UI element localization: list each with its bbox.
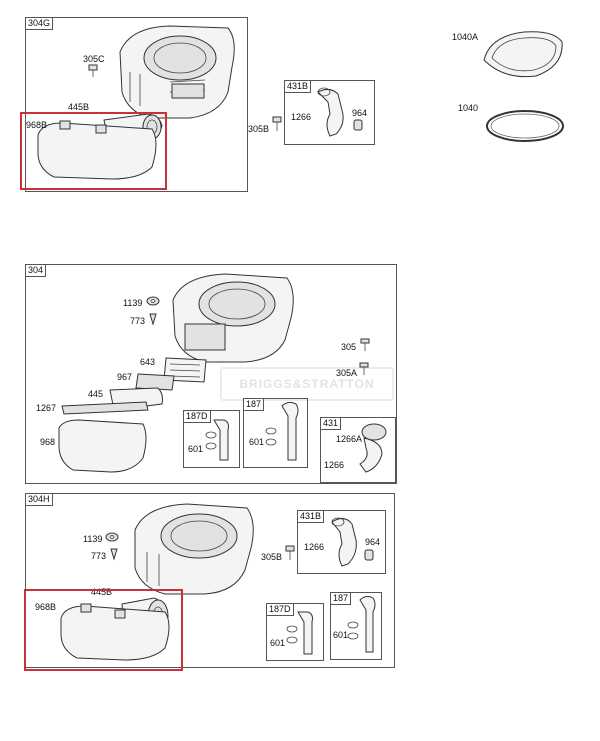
breather-431: [359, 423, 387, 473]
inset-187-304h-tag: 187: [330, 592, 352, 605]
label-1267: 1267: [36, 403, 57, 413]
section-304-frame: [25, 264, 397, 484]
label-305b-304h: 305B: [261, 552, 283, 562]
cover-968b: [37, 120, 157, 180]
inset-431b-top-frame: [284, 80, 375, 145]
label-773-304h: 773: [91, 551, 107, 561]
inset-431b-top-tag: 431B: [284, 80, 312, 93]
blower-housing-304: [172, 273, 294, 363]
inset-187d-304-tag: 187D: [183, 410, 211, 423]
section-304-tag: 304: [25, 264, 47, 277]
clamp-601-icon: [205, 431, 217, 450]
inset-187d-304h-frame: [266, 603, 324, 661]
clamp-601-304h-icon: [286, 625, 298, 644]
section-304h-frame: [25, 493, 395, 668]
label-968: 968: [40, 437, 56, 447]
label-445: 445: [88, 389, 104, 399]
tube-187d-304: [213, 419, 229, 461]
tube-187-304: [281, 401, 299, 461]
cover-968b-304h: [60, 603, 170, 661]
label-1040: 1040: [458, 103, 479, 113]
inset-187d-304h-tag: 187D: [266, 603, 294, 616]
breather-tube-431b-304h: [331, 517, 357, 567]
ring-1040: [486, 110, 564, 142]
section-304g-frame: [25, 17, 248, 192]
label-643: 643: [140, 357, 156, 367]
washer-1139-304h-icon: [105, 532, 119, 542]
screw-305b-icon: [272, 116, 282, 131]
label-964-431b-top: 964: [352, 108, 368, 118]
label-445b: 445B: [68, 102, 90, 112]
inset-187-304-tag: 187: [243, 398, 265, 411]
label-1266-431b-304h: 1266: [304, 542, 325, 552]
label-305b-304g: 305B: [248, 124, 270, 134]
label-773-304: 773: [130, 316, 146, 326]
inset-187-304-frame: [243, 398, 308, 468]
blower-housing-304g: [119, 25, 235, 119]
label-305a: 305A: [336, 368, 358, 378]
label-601-187d-304: 601: [188, 444, 204, 454]
tube-187d-304h: [297, 611, 313, 655]
washer-1139-icon: [146, 296, 160, 306]
screw-305a-icon: [359, 362, 369, 375]
inset-431-tag: 431: [320, 417, 342, 430]
grommet-964-304h-icon: [364, 549, 374, 561]
label-445b-304h: 445B: [91, 587, 113, 597]
section-304g-tag: 304G: [25, 17, 54, 30]
seal-1267: [61, 401, 149, 415]
screw-305-icon: [360, 338, 370, 351]
label-305c: 305C: [83, 54, 105, 64]
highlight-box-968b: [20, 112, 167, 190]
label-601-187-304: 601: [249, 437, 265, 447]
inset-431b-304h-frame: [297, 510, 386, 574]
label-601-187-304h: 601: [333, 630, 349, 640]
label-601-187d-304h: 601: [270, 638, 286, 648]
clamp-601-b-304h-icon: [347, 621, 359, 640]
inset-431-frame: [320, 417, 396, 483]
label-968b: 968B: [26, 120, 48, 130]
screw-305b-304h-icon: [285, 545, 295, 560]
label-1266a: 1266A: [336, 434, 363, 444]
blower-housing-304h: [134, 503, 254, 595]
clamp-601-b-icon: [265, 427, 277, 446]
label-1266-431: 1266: [324, 460, 345, 470]
section-304h-tag: 304H: [25, 493, 53, 506]
label-968b-304h: 968B: [35, 602, 57, 612]
label-305: 305: [341, 342, 357, 352]
grommet-964-icon: [353, 119, 363, 131]
label-1040a: 1040A: [452, 32, 479, 42]
label-1139-304: 1139: [123, 298, 143, 308]
pin-773-304h-icon: [110, 548, 118, 561]
decal-967: [135, 373, 175, 391]
inset-431b-304h-tag: 431B: [297, 510, 325, 523]
pin-773-icon: [149, 313, 157, 326]
inset-187d-304-frame: [183, 410, 240, 468]
tube-187-304h: [359, 595, 376, 653]
inset-187-304h-frame: [330, 592, 382, 660]
label-964-431b-304h: 964: [365, 537, 381, 547]
cover-968: [58, 419, 147, 473]
screw-305c-icon: [88, 64, 98, 77]
label-967: 967: [117, 372, 133, 382]
label-1139-304h: 1139: [83, 534, 103, 544]
label-1266-431b-top: 1266: [291, 112, 312, 122]
breather-tube-431b-top: [317, 87, 344, 137]
highlight-box-968b-304h: [24, 589, 183, 671]
screen-1040a: [483, 31, 563, 78]
